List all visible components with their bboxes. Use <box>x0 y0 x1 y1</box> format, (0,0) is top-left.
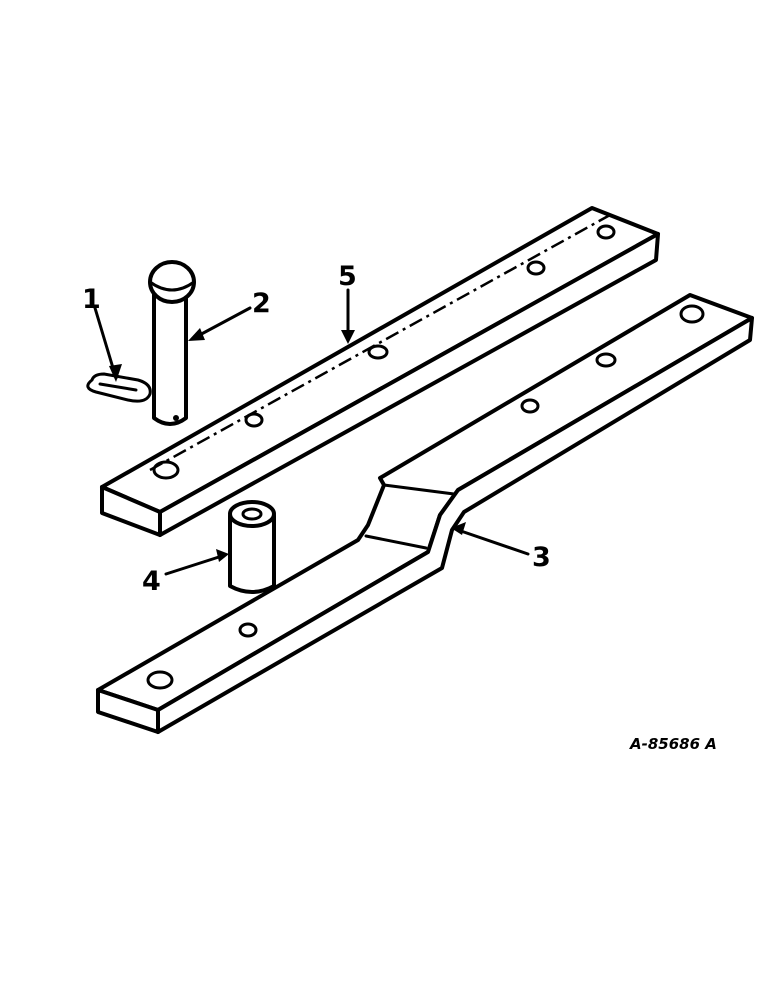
straight-drawbar-side-face <box>158 232 660 537</box>
hairpin-clip-inner <box>98 382 138 392</box>
leader-arrowhead-1 <box>109 364 122 382</box>
callout-3: 3 <box>532 542 551 573</box>
pin-head-rim <box>148 280 196 292</box>
drawbar-hole <box>595 352 617 368</box>
spacer-body <box>228 514 276 594</box>
drawbar-hole-large <box>146 670 174 690</box>
pin-head <box>148 260 196 304</box>
offset-drawbar-bend-line <box>382 483 456 496</box>
leader-arrowhead-4 <box>216 549 229 562</box>
leader-arrowhead-3 <box>451 522 466 535</box>
offset-drawbar-bend-line <box>364 534 428 550</box>
drawbar-hole <box>244 412 264 428</box>
leader-line-2 <box>192 306 252 340</box>
pin-cross-hole <box>173 415 179 421</box>
callout-2: 2 <box>252 288 271 319</box>
leader-arrowhead-2 <box>188 328 205 341</box>
straight-drawbar-dashdot-line <box>149 213 611 472</box>
callout-4: 4 <box>142 566 161 597</box>
callout-5: 5 <box>338 261 357 292</box>
spacer <box>228 500 276 594</box>
drawbar-hole-large <box>152 460 180 480</box>
callout-1: 1 <box>82 284 101 315</box>
pin-shank <box>152 288 188 426</box>
offset-drawbar-side-face <box>156 316 754 734</box>
drawbar-hole <box>526 260 546 276</box>
drawbar-hole-large <box>679 304 705 324</box>
drawbar-hole <box>238 622 258 638</box>
callout-labels: 1 2 3 4 5 <box>82 261 551 597</box>
hairpin-clip <box>86 372 152 403</box>
part-code: A-85686 A <box>629 735 717 753</box>
drawbar-pin <box>148 260 196 426</box>
leader-line-4 <box>164 554 224 576</box>
spacer-bore <box>241 507 263 521</box>
drawbar-hole <box>596 224 616 240</box>
leader-line-3 <box>456 528 530 556</box>
leader-lines <box>93 288 530 576</box>
straight-drawbar <box>100 206 660 537</box>
drawbar-hole <box>520 398 540 414</box>
offset-drawbar <box>96 293 754 734</box>
spacer-top <box>228 500 276 528</box>
drawbar-hole <box>367 344 389 360</box>
leader-arrowhead-5 <box>341 330 355 344</box>
